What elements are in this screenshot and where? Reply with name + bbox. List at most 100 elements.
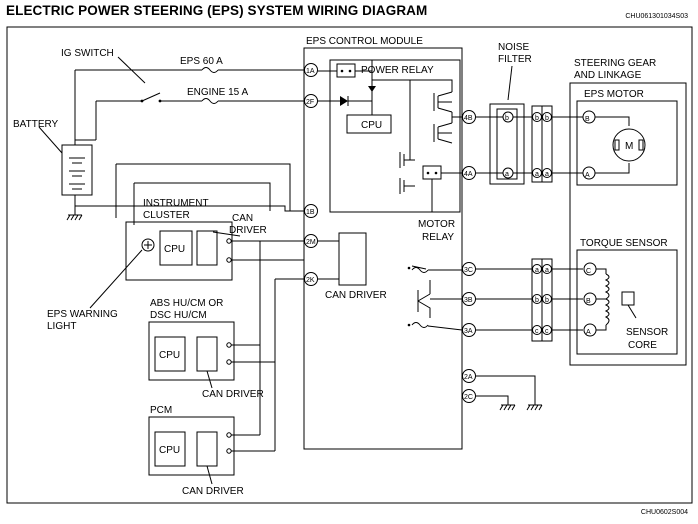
svg-text:4A: 4A [464, 171, 473, 178]
pin-2M: 2M [304, 234, 318, 248]
noise-filter-term-a: a [505, 171, 509, 178]
diagram-frame [6, 26, 693, 504]
svg-text:b: b [545, 297, 549, 304]
torque-sensor-label: TORQUE SENSOR [580, 238, 668, 249]
figure-code-bottom: CHU0602S004 [640, 509, 688, 516]
pcm-cpu-box [154, 431, 186, 467]
eps-warning-light-label-1: EPS WARNING [47, 309, 118, 320]
pin-4A: 4A [462, 166, 476, 180]
ground-symbol-2C [499, 404, 516, 411]
svg-text:a: a [545, 267, 549, 274]
pin-2C: 2C [462, 389, 476, 403]
pcm-box [148, 416, 235, 476]
ground-symbol-battery [66, 214, 83, 221]
eps-fuse-label: EPS 60 A [180, 56, 223, 67]
pcm-can-box [196, 431, 218, 467]
power-relay-label: POWER RELAY [361, 65, 434, 76]
svg-text:1A: 1A [306, 68, 315, 75]
module-internal-box [329, 59, 461, 213]
module-can-driver-box [338, 232, 367, 286]
instrument-cluster-box [125, 221, 233, 281]
can-driver-top-label-1: CAN [232, 213, 253, 224]
steering-gear-label-1: STEERING GEAR [574, 58, 656, 69]
engine-fuse-label: ENGINE 15 A [187, 87, 248, 98]
svg-text:3B: 3B [464, 297, 473, 304]
connector-motor: b b a a [531, 105, 553, 183]
motor-relay-label-2: RELAY [422, 232, 454, 243]
svg-text:c: c [545, 328, 549, 335]
abs-label-1: ABS HU/CM OR [150, 298, 223, 309]
sensor-core-label-1: SENSOR [626, 327, 668, 338]
instrument-cluster-label-1: INSTRUMENT [143, 198, 209, 209]
module-can-driver-label: CAN DRIVER [325, 290, 387, 301]
noise-filter-label-2: FILTER [498, 54, 532, 65]
pin-2F: 2F [304, 94, 318, 108]
ig-switch-label: IG SWITCH [61, 48, 114, 59]
pin-4B: 4B [462, 110, 476, 124]
steering-gear-box [569, 82, 687, 366]
noise-filter-term-b: b [505, 115, 509, 122]
abs-can-box [196, 336, 218, 372]
svg-text:b: b [545, 115, 549, 122]
module-cpu-box [346, 114, 392, 134]
ig-switch-symbol [141, 92, 161, 102]
svg-text:a: a [535, 171, 539, 178]
pin-1B: 1B [304, 204, 318, 218]
noise-filter-label-1: NOISE [498, 42, 529, 53]
instrument-cluster-label-2: CLUSTER [143, 210, 190, 221]
pcm-label: PCM [150, 405, 172, 416]
abs-module-box [148, 321, 235, 381]
eps-warning-light-label-2: LIGHT [47, 321, 76, 332]
eps-control-module-label: EPS CONTROL MODULE [306, 36, 423, 47]
svg-text:a: a [535, 267, 539, 274]
noise-filter-box [489, 103, 525, 185]
motor-relay-symbol [422, 165, 442, 180]
pin-2A: 2A [462, 369, 476, 383]
svg-text:2A: 2A [464, 374, 473, 381]
pin-3B: 3B [462, 292, 476, 306]
module-cpu-label: CPU [361, 120, 382, 131]
eps-warning-light-icon [141, 238, 155, 252]
cluster-can-box [196, 230, 218, 266]
eps-fuse-symbol [201, 67, 219, 73]
svg-text:2C: 2C [464, 394, 473, 401]
svg-text:2K: 2K [306, 277, 315, 284]
torque-sensor-box [576, 249, 678, 355]
pin-3A: 3A [462, 323, 476, 337]
motor-symbol-label: M [625, 141, 633, 152]
power-relay-symbol [336, 63, 356, 78]
fet-upper [433, 91, 453, 144]
svg-text:2F: 2F [306, 99, 314, 106]
abs-label-2: DSC HU/CM [150, 310, 207, 321]
pin-2K: 2K [304, 272, 318, 286]
eps-control-module-box [303, 47, 463, 450]
sensor-core-label-2: CORE [628, 340, 657, 351]
sensor-core-symbol [621, 291, 635, 306]
svg-text:3A: 3A [464, 328, 473, 335]
svg-text:b: b [535, 115, 539, 122]
svg-text:c: c [535, 328, 539, 335]
ground-symbol-2A [526, 404, 543, 411]
motor-term-A: A [585, 172, 590, 179]
page-title: ELECTRIC POWER STEERING (EPS) SYSTEM WIR… [6, 3, 428, 18]
steering-gear-label-2: AND LINKAGE [574, 70, 642, 81]
motor-term-B: B [585, 116, 590, 123]
pcm-cpu-label: CPU [159, 445, 180, 456]
torque-term-B: B [586, 298, 591, 305]
battery-label: BATTERY [13, 119, 59, 130]
cluster-cpu-box [159, 230, 193, 266]
eps-motor-label: EPS MOTOR [584, 89, 644, 100]
pcm-can-driver-label: CAN DRIVER [182, 486, 244, 497]
figure-code-top: CHU061301034S03 [625, 13, 688, 20]
svg-text:2M: 2M [306, 239, 316, 246]
pin-3C: 3C [462, 262, 476, 276]
torque-term-C: C [586, 268, 591, 275]
pin-1A: 1A [304, 63, 318, 77]
fet-lower [399, 152, 415, 194]
svg-text:4B: 4B [464, 115, 473, 122]
motor-relay-label-1: MOTOR [418, 219, 455, 230]
torque-term-A: A [586, 329, 591, 336]
abs-cpu-box [154, 336, 186, 372]
